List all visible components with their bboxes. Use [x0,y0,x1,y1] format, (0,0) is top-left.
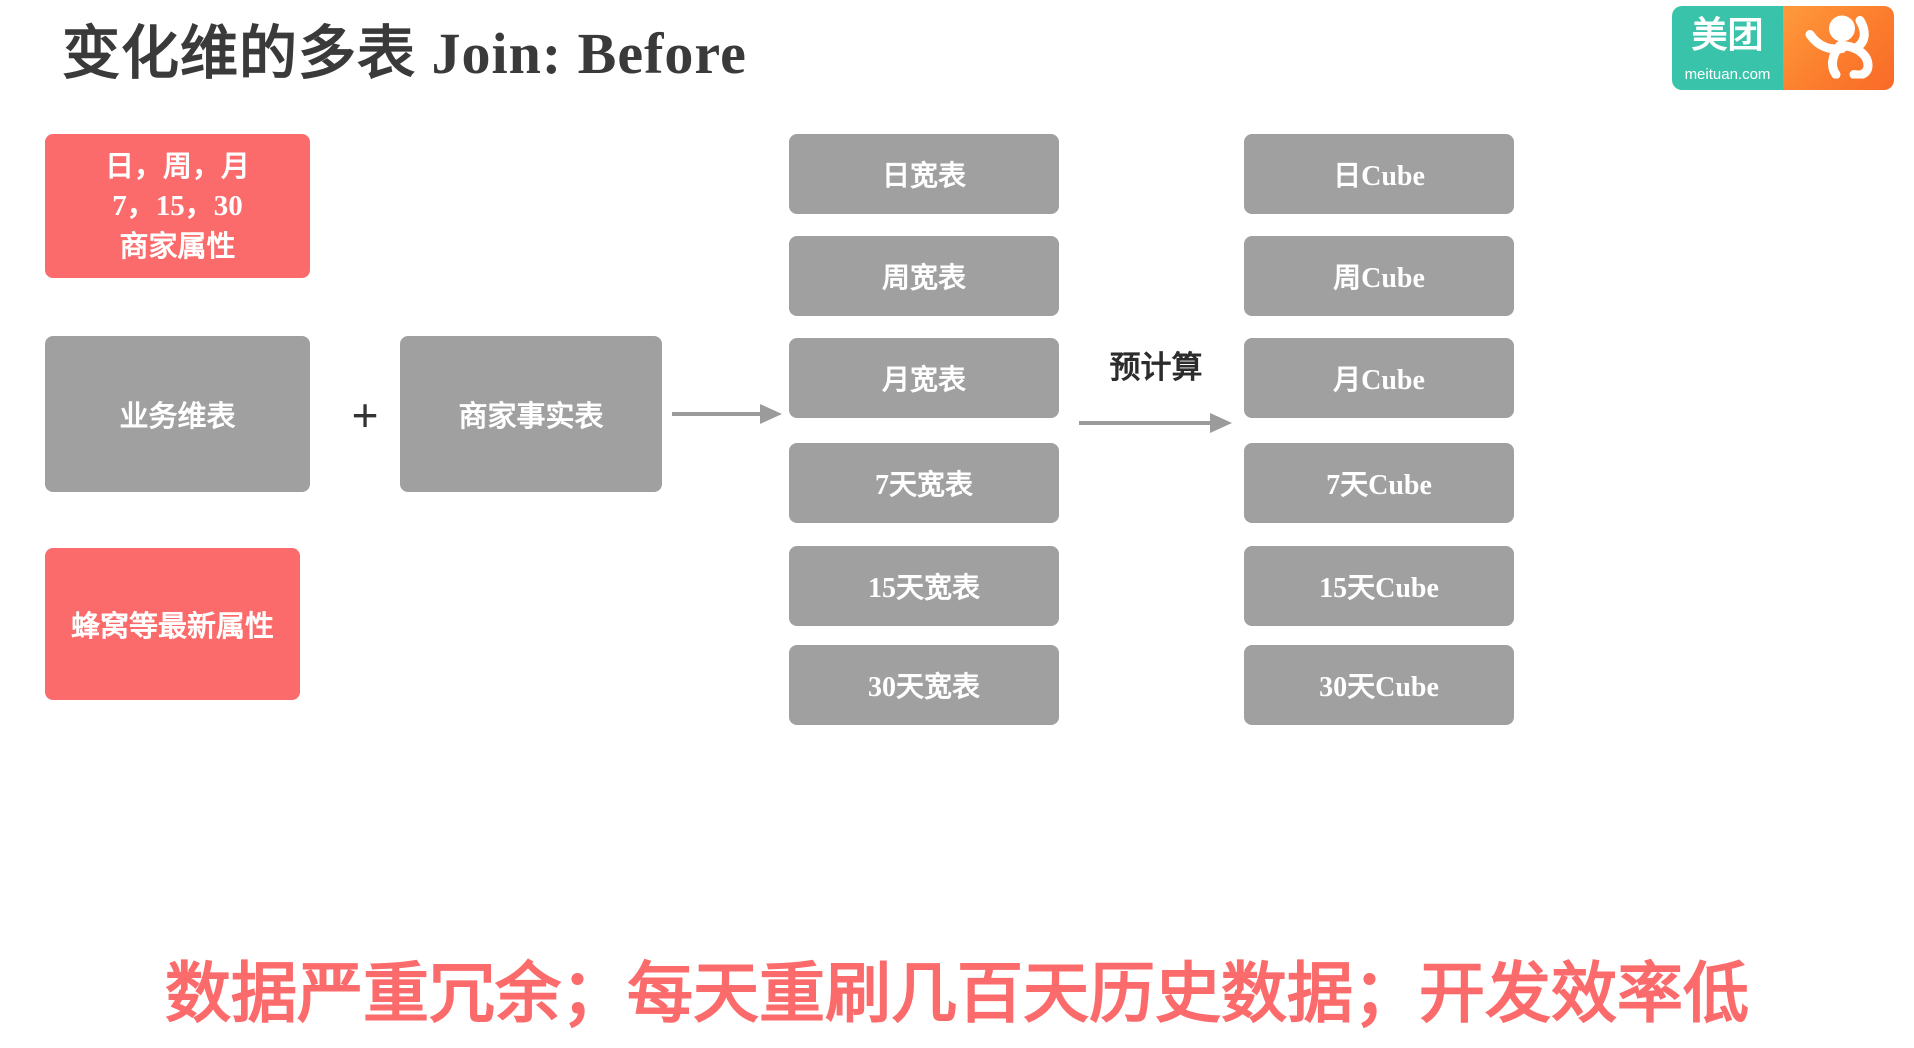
precompute-arrow-head [1210,413,1232,433]
cube-label-2: 月Cube [1333,365,1425,396]
wide-table-box-1: 周宽表 [789,236,1059,316]
dimension-note-card: 日，周，月 7，15，30 商家属性 [45,134,310,278]
cube-label-4: 15天Cube [1319,573,1439,604]
wide-table-label-2: 月宽表 [881,365,966,396]
join-arrow-icon [672,404,782,424]
precompute-arrow-line [1079,421,1212,425]
dimension-note-line-3: 商家属性 [119,229,236,263]
wide-table-label-3: 7天宽表 [874,470,973,501]
cube-box-1: 周Cube [1244,236,1514,316]
dimension-note-line-2: 7，15，30 [112,190,243,222]
latest-attribute-note-label: 蜂窝等最新属性 [70,609,274,643]
wide-table-box-2: 月宽表 [789,338,1059,418]
cube-box-2: 月Cube [1244,338,1514,418]
logo-brand-name: 美团 [1691,15,1764,56]
biz-dimension-table-label: 业务维表 [119,399,236,433]
cube-label-1: 周Cube [1333,263,1425,294]
cube-box-4: 15天Cube [1244,546,1514,626]
logo-mascot-panel [1783,6,1894,90]
wide-table-box-5: 30天宽表 [789,645,1059,725]
meituan-logo: 美团 meituan.com [1672,6,1894,90]
cube-box-5: 30天Cube [1244,645,1514,725]
cube-label-3: 7天Cube [1326,470,1432,501]
wide-table-label-1: 周宽表 [881,261,966,294]
dimension-note-line-1: 日，周，月 [104,149,250,183]
cube-label-0: 日Cube [1333,161,1425,192]
wide-table-box-0: 日宽表 [789,134,1059,214]
wide-table-label-4: 15天宽表 [867,573,980,604]
merchant-fact-table-label: 商家事实表 [458,399,604,433]
precompute-arrow-icon [1079,413,1234,433]
biz-dimension-table-box: 业务维表 [45,336,310,492]
wide-table-label-5: 30天宽表 [867,672,980,703]
latest-attribute-note-card: 蜂窝等最新属性 [45,548,300,700]
cube-box-0: 日Cube [1244,134,1514,214]
wide-table-box-3: 7天宽表 [789,443,1059,523]
cube-box-3: 7天Cube [1244,443,1514,523]
cube-label-5: 30天Cube [1319,672,1439,703]
wide-table-box-4: 15天宽表 [789,546,1059,626]
logo-url-text: meituan.com [1684,66,1771,83]
plus-operator: + [351,389,379,441]
merchant-fact-table-box: 商家事实表 [400,336,662,492]
footer-problem-statement: 数据严重冗余；每天重刷几百天历史数据；开发效率低 [165,958,1749,1031]
wide-table-label-0: 日宽表 [881,159,966,192]
page-title: 变化维的多表 Join: Before [62,21,747,86]
join-arrow-head [760,404,782,424]
precompute-label: 预计算 [1109,350,1203,386]
kangaroo-mascot-icon [1796,13,1882,84]
logo-wordmark-panel: 美团 meituan.com [1672,6,1783,90]
join-arrow-line [672,412,762,416]
